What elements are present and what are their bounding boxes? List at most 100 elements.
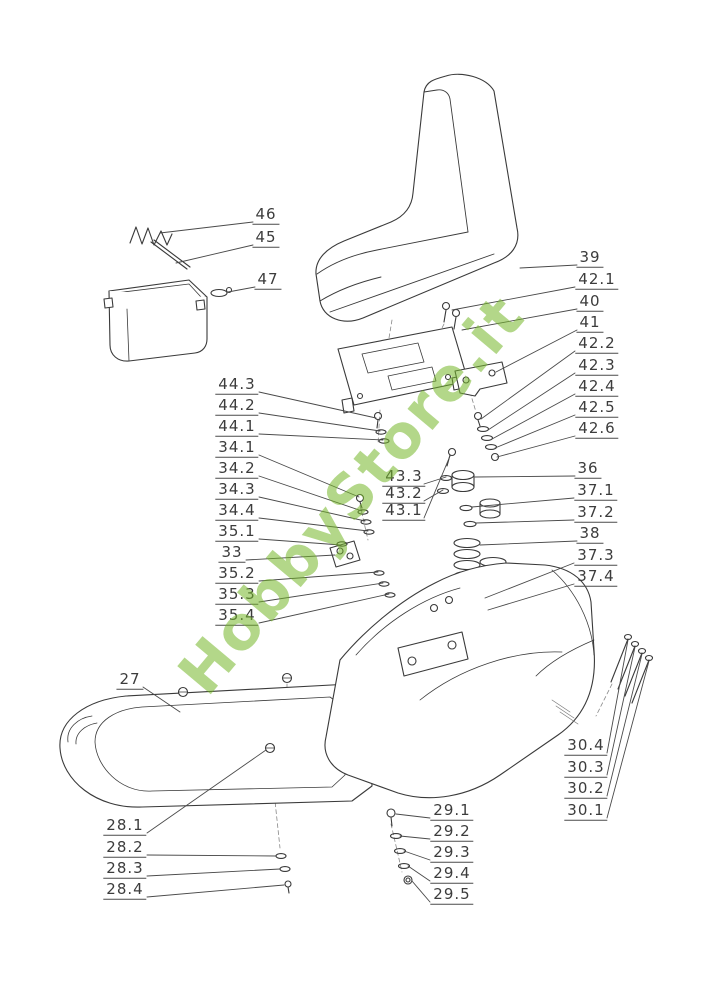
part-label-41: 41 <box>576 314 604 333</box>
part-label-29.3: 29.3 <box>430 844 474 863</box>
leader-line-43.3 <box>423 476 447 485</box>
leader-line-35.3 <box>258 582 384 603</box>
leader-line-34.3 <box>258 496 366 522</box>
leader-line-41 <box>495 329 578 373</box>
fasteners-43 <box>436 447 457 494</box>
part-label-42.6: 42.6 <box>575 420 619 439</box>
part-label-30.1: 30.1 <box>564 802 608 821</box>
part-label-44.1: 44.1 <box>215 418 259 437</box>
bracket-33 <box>329 540 361 568</box>
leader-line-29.1 <box>395 813 431 819</box>
cap-37-2 <box>479 498 501 519</box>
part-label-29.5: 29.5 <box>430 886 474 905</box>
leader-line-39 <box>519 264 578 269</box>
part-label-29.4: 29.4 <box>430 865 474 884</box>
part-label-28.3: 28.3 <box>103 860 147 879</box>
part-label-29.1: 29.1 <box>430 802 474 821</box>
leader-line-45 <box>175 244 254 264</box>
part-label-30.2: 30.2 <box>564 780 608 799</box>
leader-line-35.4 <box>258 593 390 624</box>
seat-mount-plate <box>337 326 469 414</box>
part-label-27: 27 <box>116 671 144 690</box>
leader-line-42.4 <box>491 393 576 440</box>
leader-line-28.2 <box>146 854 277 857</box>
part-label-42.1: 42.1 <box>575 271 619 290</box>
leader-line-27 <box>142 686 181 713</box>
part-label-28.1: 28.1 <box>103 817 147 836</box>
leader-line-46 <box>159 221 254 234</box>
leader-line-28.3 <box>146 868 281 877</box>
chassis-body <box>324 562 595 799</box>
part-label-37.3: 37.3 <box>574 547 618 566</box>
leader-line-29.5 <box>411 880 431 903</box>
bolts-30 <box>610 633 654 704</box>
part-label-35.3: 35.3 <box>215 586 259 605</box>
part-label-42.5: 42.5 <box>575 399 619 418</box>
leader-line-29.3 <box>403 850 431 861</box>
part-label-35.1: 35.1 <box>215 523 259 542</box>
footboard <box>59 672 373 808</box>
part-label-47: 47 <box>254 271 282 290</box>
leader-line-42.3 <box>487 372 576 431</box>
part-label-35.4: 35.4 <box>215 607 259 626</box>
seat-screws <box>441 301 461 330</box>
leader-line-37.1 <box>471 497 575 508</box>
part-label-37.1: 37.1 <box>574 482 618 501</box>
leader-line-36 <box>474 475 576 478</box>
leader-line-30.1 <box>606 660 650 819</box>
leader-line-44.2 <box>258 412 381 432</box>
leader-line-28.1 <box>146 749 267 834</box>
part-label-28.4: 28.4 <box>103 881 147 900</box>
leader-line-34.4 <box>258 517 369 532</box>
leader-line-35.2 <box>258 571 379 582</box>
part-label-38: 38 <box>576 525 604 544</box>
leader-line-35.1 <box>258 538 342 546</box>
leader-line-33 <box>245 554 336 561</box>
leader-line-43.1 <box>423 455 451 519</box>
part-label-43.3: 43.3 <box>382 468 426 487</box>
leader-line-40 <box>461 308 578 331</box>
part-label-44.2: 44.2 <box>215 397 259 416</box>
fasteners-44 <box>373 411 390 444</box>
part-label-29.2: 29.2 <box>430 823 474 842</box>
leader-line-29.2 <box>399 835 431 840</box>
part-label-34.3: 34.3 <box>215 481 259 500</box>
part-label-30.4: 30.4 <box>564 737 608 756</box>
leader-line-30.3 <box>606 646 636 776</box>
leader-line-42.2 <box>480 350 576 420</box>
part-label-34.1: 34.1 <box>215 439 259 458</box>
part-label-30.3: 30.3 <box>564 759 608 778</box>
leader-line-38 <box>479 540 578 546</box>
leader-line-34.2 <box>258 475 363 512</box>
leader-line-44.1 <box>258 433 384 441</box>
fasteners-28 <box>275 853 292 894</box>
part-label-40: 40 <box>576 293 604 312</box>
retainer-wire <box>129 226 191 270</box>
part-label-46: 46 <box>252 206 280 225</box>
fasteners-29 <box>386 808 413 885</box>
part-label-28.2: 28.2 <box>103 839 147 858</box>
part-label-42.3: 42.3 <box>575 357 619 376</box>
hatching <box>551 699 579 725</box>
part-label-45: 45 <box>252 229 280 248</box>
leader-line-30.2 <box>606 653 643 797</box>
cap-36 <box>451 469 475 493</box>
leader-line-47 <box>227 286 256 293</box>
part-label-37.2: 37.2 <box>574 504 618 523</box>
part-label-35.2: 35.2 <box>215 565 259 584</box>
clip <box>210 286 233 298</box>
seat <box>315 73 519 322</box>
leader-line-44.3 <box>258 391 377 419</box>
part-label-42.4: 42.4 <box>575 378 619 397</box>
leader-line-42.1 <box>451 286 576 311</box>
part-label-43.2: 43.2 <box>382 485 426 504</box>
leader-line-42.6 <box>496 435 576 458</box>
slide-bracket <box>454 361 508 397</box>
part-label-36: 36 <box>574 460 602 479</box>
part-label-39: 39 <box>576 249 604 268</box>
part-label-37.4: 37.4 <box>574 568 618 587</box>
part-label-43.1: 43.1 <box>382 502 426 521</box>
battery-box <box>103 279 208 362</box>
leader-line-37.3 <box>484 562 575 599</box>
